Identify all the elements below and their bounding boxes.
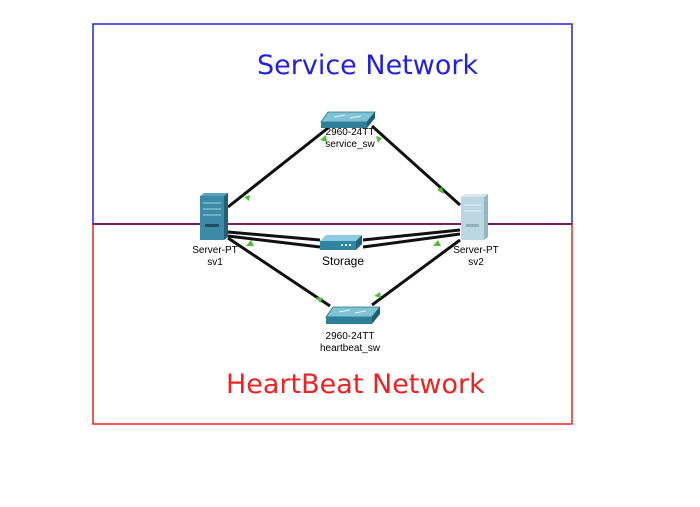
device-heartbeat-sw[interactable] (325, 306, 381, 324)
device-service-sw[interactable] (320, 111, 376, 128)
sv1-label: Server-PT sv1 (192, 245, 238, 269)
link-sv1-heartbeat-sw[interactable] (227, 236, 331, 308)
sv2-name: sv2 (468, 257, 484, 268)
link-up-indicator-icon (437, 187, 444, 194)
link-up-indicator-icon (433, 240, 441, 246)
sv1-model: Server-PT (192, 245, 238, 256)
server-icon (200, 193, 228, 240)
heartbeat-network-title: HeartBeat Network (226, 369, 485, 400)
service-sw-name: service_sw (325, 139, 375, 150)
link-sv1-service-sw[interactable] (227, 126, 329, 209)
link-status-indicators (244, 135, 444, 303)
link-up-indicator-icon (374, 292, 381, 298)
sv2-label: Server-PT sv2 (453, 245, 499, 269)
heartbeat-sw-model: 2960-24TT (325, 331, 375, 342)
sv2-model: Server-PT (453, 245, 499, 256)
server-icon (461, 194, 488, 240)
storage-label: Storage (321, 254, 365, 268)
storage-hub-icon (320, 235, 362, 250)
link-storage-sv2-b[interactable] (362, 232, 461, 249)
service-sw-label: 2960-24TT service_sw (325, 127, 374, 151)
link-sv1-storage-a[interactable] (227, 230, 321, 242)
link-service-sw-sv2[interactable] (370, 124, 462, 207)
links (227, 124, 462, 308)
link-heartbeat-sw-sv2[interactable] (371, 238, 461, 307)
service-network-title: Service Network (257, 50, 479, 81)
heartbeat-sw-label: 2960-24TT heartbeat_sw (320, 331, 380, 355)
device-sv2[interactable] (461, 194, 488, 240)
device-sv1[interactable] (200, 193, 228, 240)
switch-icon (320, 111, 376, 128)
sv1-name: sv1 (207, 257, 223, 268)
link-up-indicator-icon (376, 136, 382, 143)
link-up-indicator-icon (320, 135, 327, 142)
service-sw-model: 2960-24TT (325, 127, 375, 138)
device-storage[interactable] (320, 235, 362, 250)
link-sv1-storage-b[interactable] (227, 234, 321, 249)
heartbeat-sw-name: heartbeat_sw (319, 343, 381, 354)
link-up-indicator-icon (316, 297, 323, 303)
link-storage-sv2-a[interactable] (362, 228, 461, 242)
link-up-indicator-icon (244, 195, 250, 201)
switch-icon (325, 306, 381, 324)
link-up-indicator-icon (246, 240, 254, 246)
